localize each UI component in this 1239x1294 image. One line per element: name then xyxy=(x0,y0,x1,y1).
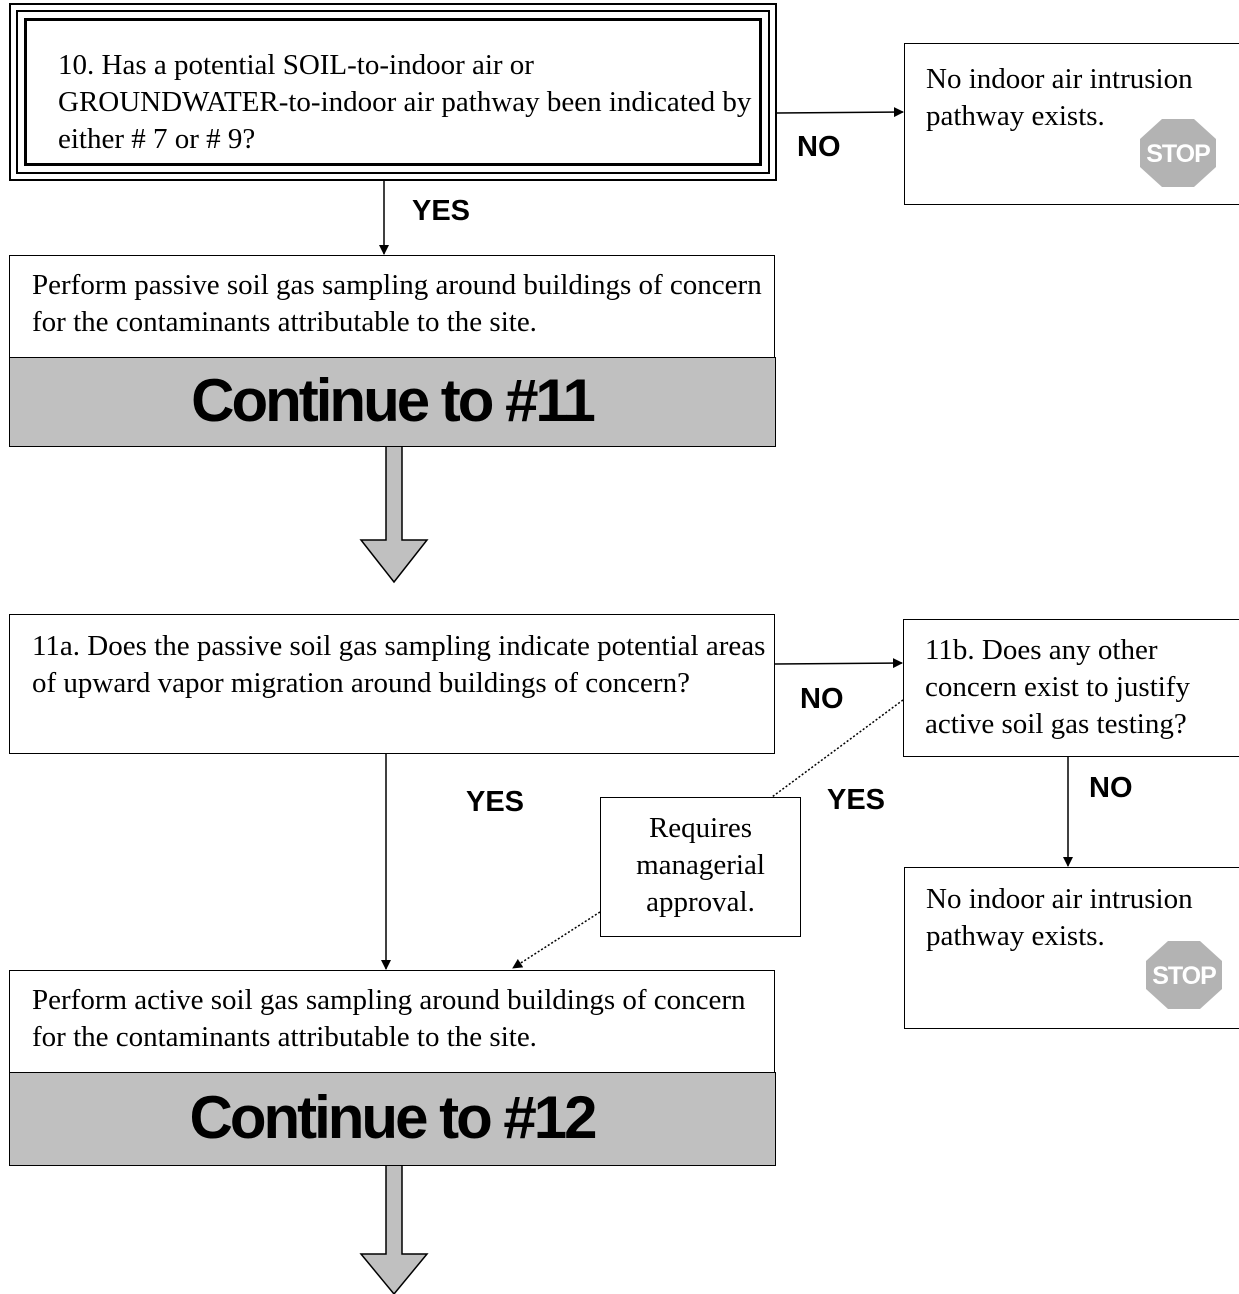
arrow-q10-no xyxy=(776,107,904,118)
label-no-q10: NO xyxy=(797,131,841,163)
continue-down-arrow-1 xyxy=(359,445,429,584)
passive-sampling-text: Perform passive soil gas sampling around… xyxy=(32,269,762,338)
active-sampling-box: Perform active soil gas sampling around … xyxy=(8,970,776,1166)
question-10-frame: 10. Has a potential SOIL-to-indoor air o… xyxy=(16,10,770,174)
end-node-2: No indoor air intrusion pathway exists. xyxy=(904,867,1239,1029)
continue-12-banner: Continue to #12 xyxy=(8,1072,776,1166)
continue-down-arrow-2 xyxy=(359,1164,429,1294)
question-10-text: 10. Has a potential SOIL-to-indoor air o… xyxy=(58,49,752,155)
question-11b-box: 11b. Does any other concern exist to jus… xyxy=(903,619,1239,757)
continue-11-banner: Continue to #11 xyxy=(8,357,776,447)
passive-sampling-box: Perform passive soil gas sampling around… xyxy=(8,255,776,447)
label-yes-q11a: YES xyxy=(466,786,525,818)
stop-sign-label: STOP xyxy=(1152,962,1216,990)
question-11a-text: 11a. Does the passive soil gas sampling … xyxy=(32,630,766,699)
question-11a-box: 11a. Does the passive soil gas sampling … xyxy=(9,614,775,754)
label-yes-q11b: YES xyxy=(827,784,886,816)
managerial-approval-note: Requires managerial approval. xyxy=(600,797,801,937)
managerial-approval-text: Requires managerial approval. xyxy=(636,812,765,918)
stop-sign-label: STOP xyxy=(1146,140,1210,168)
end-node-2-text: No indoor air intrusion pathway exists. xyxy=(926,883,1193,952)
stop-sign-icon: STOP xyxy=(1146,941,1222,1009)
question-10-inner: 10. Has a potential SOIL-to-indoor air o… xyxy=(24,18,762,166)
dotted-approval-to-perform2 xyxy=(512,911,601,969)
dotted-q11b-to-approval xyxy=(771,699,904,798)
stop-sign-icon: STOP xyxy=(1140,119,1216,187)
end-node-1-text: No indoor air intrusion pathway exists. xyxy=(926,63,1193,132)
active-sampling-text: Perform active soil gas sampling around … xyxy=(32,984,746,1053)
label-yes-q10: YES xyxy=(412,195,471,227)
question-10-box: 10. Has a potential SOIL-to-indoor air o… xyxy=(9,3,777,181)
label-no-q11b: NO xyxy=(1089,772,1133,804)
question-11b-text: 11b. Does any other concern exist to jus… xyxy=(925,634,1190,740)
label-no-q11a: NO xyxy=(800,683,844,715)
arrow-q11a-no xyxy=(774,658,903,669)
